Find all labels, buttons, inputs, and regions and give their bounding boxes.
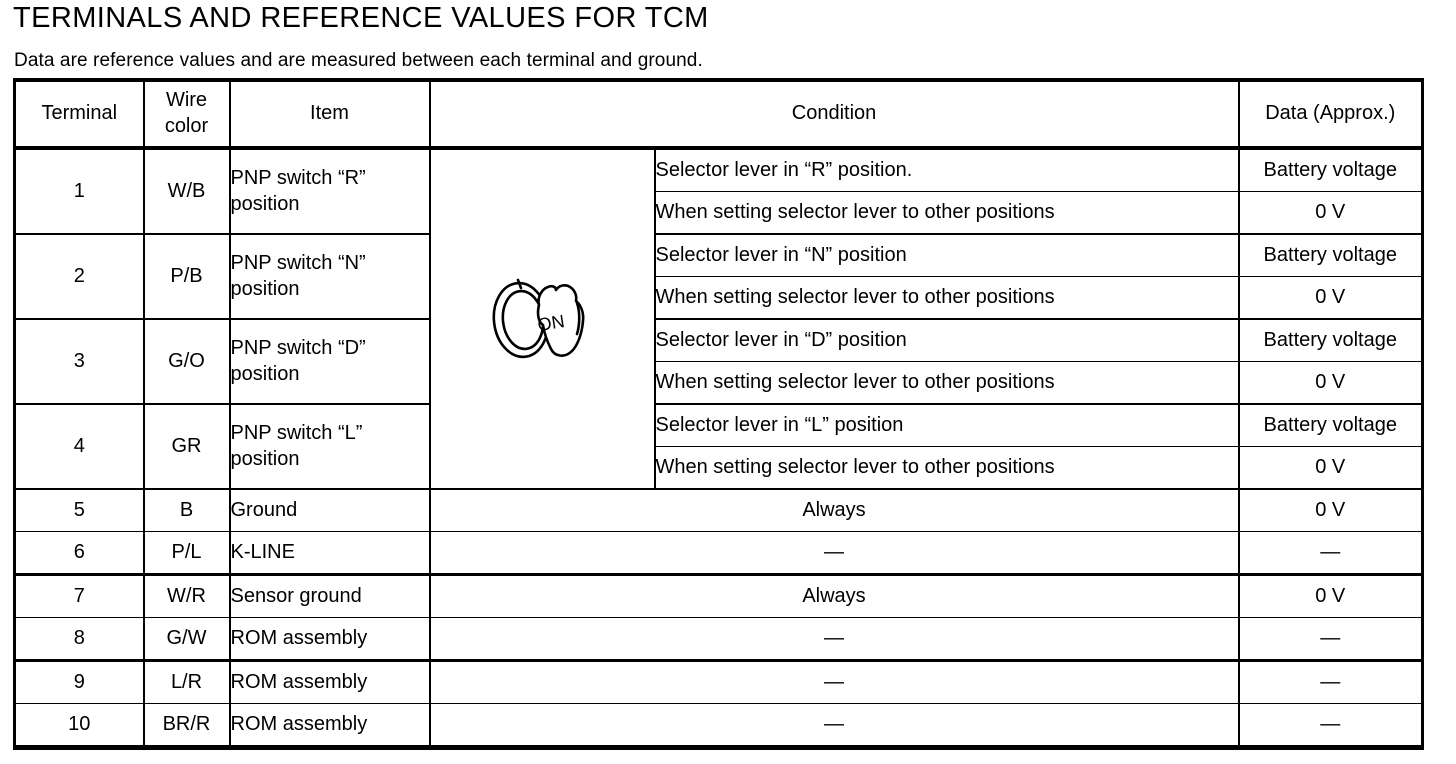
data-cell: 0 V: [1237, 361, 1424, 405]
condition-cell: Always: [428, 488, 1240, 532]
table-row: When setting selector lever to other pos…: [15, 361, 1424, 405]
table-row: 6 P/L K-LINE — —: [13, 531, 1424, 575]
data-cell: 0 V: [1237, 191, 1424, 235]
table-row: 2 P/B PNP switch “N” position Selector l…: [13, 233, 1424, 320]
table-header-row: Terminal Wire color Item Condition Data …: [13, 79, 1424, 150]
data-cell: Battery voltage: [1237, 233, 1424, 277]
item-cell: ROM assembly: [228, 659, 431, 704]
data-cell: —: [1237, 703, 1424, 748]
table-row: 4 GR PNP switch “L” position Selector le…: [13, 403, 1424, 490]
item-cell: PNP switch “N” position: [228, 233, 431, 320]
data-cell: —: [1237, 531, 1424, 575]
header-condition: Condition: [428, 79, 1240, 150]
data-cell: —: [1237, 617, 1424, 661]
key-on-label: ON: [536, 311, 566, 335]
condition-cell: Selector lever in “L” position: [653, 403, 1240, 447]
wire-color-cell: P/B: [142, 233, 231, 320]
header-data: Data (Approx.): [1237, 79, 1424, 150]
condition-cell: Selector lever in “N” position: [653, 233, 1240, 277]
wire-color-cell: G/O: [142, 318, 231, 405]
terminal-cell: 8: [13, 617, 145, 661]
terminal-cell: 2: [13, 233, 145, 320]
wire-color-cell: L/R: [142, 659, 231, 704]
wire-color-cell: P/L: [142, 531, 231, 575]
table-row: 10 BR/R ROM assembly — —: [13, 703, 1424, 748]
terminal-cell: 1: [13, 147, 145, 235]
condition-cell: When setting selector lever to other pos…: [653, 276, 1240, 320]
condition-cell: Always: [428, 573, 1240, 618]
page-title: TERMINALS AND REFERENCE VALUES FOR TCM: [13, 2, 709, 34]
data-cell: Battery voltage: [1237, 403, 1424, 447]
condition-cell: When setting selector lever to other pos…: [653, 361, 1240, 405]
table-row: 9 L/R ROM assembly — —: [13, 659, 1424, 704]
ignition-key-cell: ON: [428, 147, 656, 490]
item-cell: Sensor ground: [228, 573, 431, 618]
terminal-cell: 6: [13, 531, 145, 575]
terminal-cell: 3: [13, 318, 145, 405]
terminal-cell: 7: [13, 573, 145, 618]
condition-cell: —: [428, 703, 1240, 748]
table-row: 8 G/W ROM assembly — —: [13, 617, 1424, 661]
table-row: When setting selector lever to other pos…: [15, 191, 1424, 235]
data-cell: 0 V: [1237, 276, 1424, 320]
terminal-cell: 4: [13, 403, 145, 490]
wire-color-cell: W/B: [142, 147, 231, 235]
item-cell: Ground: [228, 488, 431, 532]
data-cell: 0 V: [1237, 488, 1424, 532]
terminal-cell: 9: [13, 659, 145, 704]
wire-color-cell: W/R: [142, 573, 231, 618]
page-subtitle: Data are reference values and are measur…: [14, 50, 703, 71]
header-wire-color: Wire color: [142, 79, 231, 150]
terminal-cell: 5: [13, 488, 145, 532]
item-cell: PNP switch “D” position: [228, 318, 431, 405]
table-row: When setting selector lever to other pos…: [15, 276, 1424, 320]
table-row: 7 W/R Sensor ground Always 0 V: [13, 573, 1424, 618]
data-cell: —: [1237, 659, 1424, 704]
terminal-reference-table: Terminal Wire color Item Condition Data …: [13, 78, 1425, 750]
data-cell: 0 V: [1237, 573, 1424, 618]
item-cell: K-LINE: [228, 531, 431, 575]
item-cell: PNP switch “L” position: [228, 403, 431, 490]
condition-cell: Selector lever in “D” position: [653, 318, 1240, 362]
terminal-cell: 10: [13, 703, 145, 748]
condition-cell: —: [428, 659, 1240, 704]
item-cell: ROM assembly: [228, 703, 431, 748]
ignition-key-on-icon: ON: [492, 278, 585, 359]
condition-cell: When setting selector lever to other pos…: [653, 191, 1240, 235]
item-cell: ROM assembly: [228, 617, 431, 661]
wire-color-cell: G/W: [142, 617, 231, 661]
wire-color-cell: B: [142, 488, 231, 532]
condition-cell: Selector lever in “R” position.: [653, 147, 1240, 192]
data-cell: Battery voltage: [1237, 318, 1424, 362]
wire-color-cell: GR: [142, 403, 231, 490]
wire-color-cell: BR/R: [142, 703, 231, 748]
data-cell: 0 V: [1237, 446, 1424, 490]
table-row: 1 W/B PNP switch “R” position: [13, 147, 1424, 490]
table-row: 5 B Ground Always 0 V: [13, 488, 1424, 532]
header-terminal: Terminal: [13, 79, 145, 150]
table-row: 3 G/O PNP switch “D” position Selector l…: [13, 318, 1424, 405]
data-cell: Battery voltage: [1237, 147, 1424, 192]
condition-cell: —: [428, 531, 1240, 575]
condition-cell: —: [428, 617, 1240, 661]
header-item: Item: [228, 79, 431, 150]
condition-cell: When setting selector lever to other pos…: [653, 446, 1240, 490]
table-row: When setting selector lever to other pos…: [15, 446, 1424, 490]
item-cell: PNP switch “R” position: [228, 147, 431, 235]
